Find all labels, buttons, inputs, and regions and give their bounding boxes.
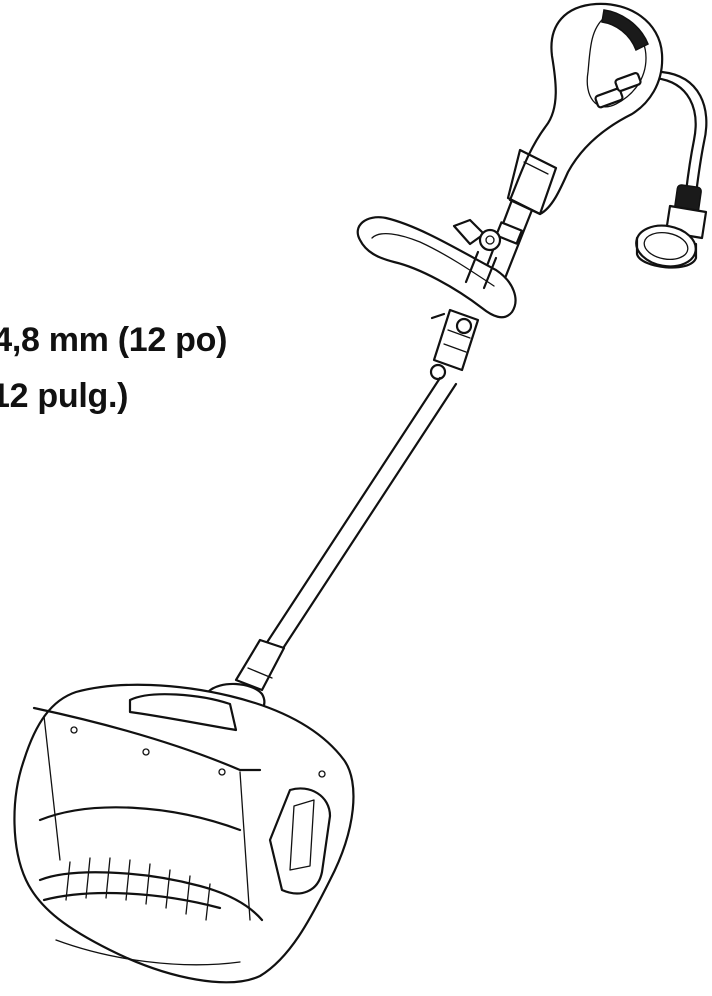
- width-imperial-label: (12 pulg.): [0, 377, 129, 415]
- auger: [38, 806, 264, 966]
- main-handle: [506, 2, 664, 216]
- width-metric-label: 304,8 mm (12 po): [0, 321, 228, 359]
- power-cord: [635, 70, 708, 269]
- width-specification: 304,8 mm (12 po) (12 pulg.): [0, 312, 360, 424]
- auxiliary-handle: [356, 216, 517, 319]
- lower-shaft: [234, 376, 458, 692]
- shaft-latch: [429, 308, 480, 381]
- housing: [13, 683, 355, 984]
